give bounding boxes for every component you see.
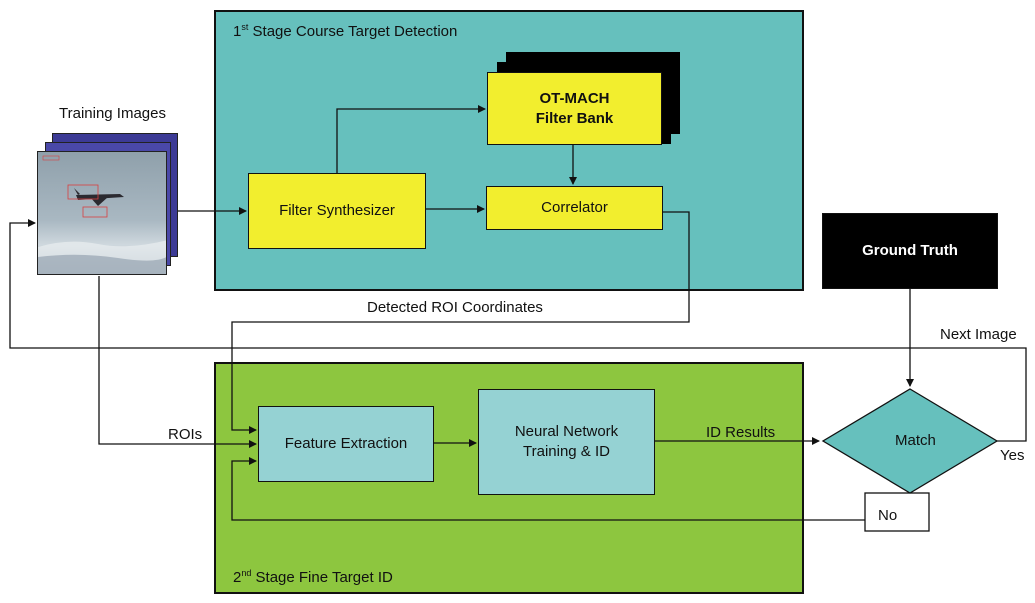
match-label: Match	[895, 432, 936, 449]
training-images-label: Training Images	[59, 105, 166, 122]
id-results-label: ID Results	[706, 424, 776, 441]
no-label-box	[864, 492, 930, 532]
training-image	[37, 151, 167, 275]
arrow-synth-to-otmach	[336, 105, 486, 173]
ground-truth-box: Ground Truth	[822, 213, 998, 289]
ot-mach-label: OT-MACH	[539, 89, 610, 107]
next-image-label: Next Image	[940, 326, 1017, 343]
nn-label-line1: Neural Network	[514, 423, 619, 440]
correlator-box: Correlator	[486, 186, 663, 230]
stage1-title: 1st Stage Course Target Detection	[233, 22, 458, 40]
rois-label: ROIs	[168, 426, 203, 443]
no-label: No	[878, 507, 898, 524]
detected-roi-label: Detected ROI Coordinates	[367, 299, 543, 316]
arrow-no-to-feature	[231, 457, 911, 521]
stage2-title: 2nd Stage Fine Target ID	[233, 568, 393, 586]
yes-label: Yes	[1000, 447, 1025, 464]
arrow-yes-next-image	[9, 219, 1027, 442]
feature-extraction-box: Feature Extraction	[258, 406, 434, 482]
arrow-correlator-to-feature	[231, 211, 690, 434]
arrow-rois-to-feature	[98, 276, 257, 448]
aircraft-photo-icon	[38, 152, 166, 274]
ot-mach-filter-bank: OT-MACH Filter Bank	[487, 72, 662, 145]
match-diamond	[821, 388, 999, 494]
nn-label-line2: Training & ID	[523, 443, 610, 460]
neural-network-box: Neural Network Training & ID	[478, 389, 655, 495]
filter-bank-label: Filter Bank	[535, 109, 614, 127]
filter-synthesizer-box: Filter Synthesizer	[248, 173, 426, 249]
